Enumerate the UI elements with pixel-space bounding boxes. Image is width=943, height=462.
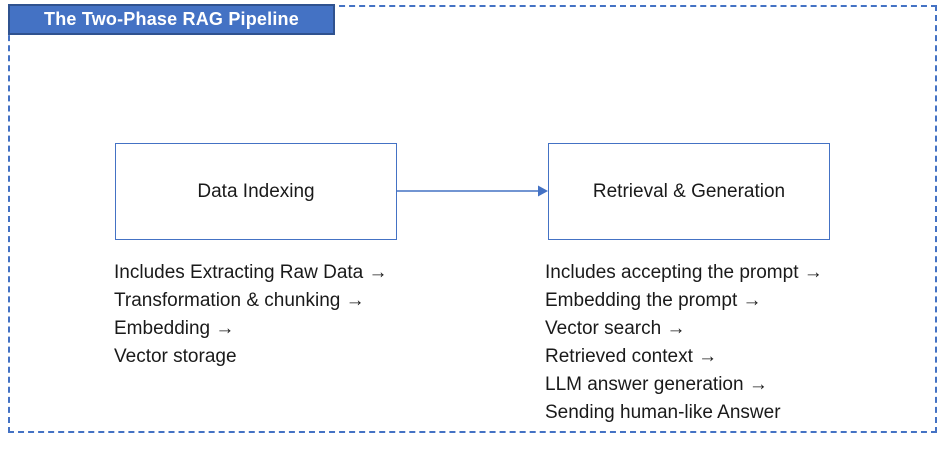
data-indexing-steps: Includes Extracting Raw Data → Transform… [114, 259, 388, 371]
retrieval-generation-box: Retrieval & Generation [548, 143, 830, 240]
step-item: Includes Extracting Raw Data → [114, 262, 388, 283]
data-indexing-box: Data Indexing [115, 143, 397, 240]
step-item: Vector search → [545, 318, 686, 339]
diagram-title-bar: The Two-Phase RAG Pipeline [8, 4, 335, 35]
step-item: LLM answer generation → [545, 374, 768, 395]
step-item: Transformation & chunking → [114, 290, 365, 311]
dashed-slide-border [8, 5, 937, 433]
diagram-title: The Two-Phase RAG Pipeline [44, 9, 299, 29]
step-item: Vector storage [114, 346, 237, 367]
step-item: Includes accepting the prompt → [545, 262, 823, 283]
arrow-right-icon [397, 185, 548, 197]
step-item: Embedding the prompt → [545, 290, 762, 311]
data-indexing-label: Data Indexing [197, 180, 315, 202]
retrieval-generation-label: Retrieval & Generation [592, 180, 786, 202]
step-item: Sending human-like Answer [545, 402, 781, 423]
retrieval-generation-steps: Includes accepting the prompt → Embeddin… [545, 259, 823, 427]
step-item: Retrieved context → [545, 346, 718, 367]
step-item: Embedding → [114, 318, 235, 339]
